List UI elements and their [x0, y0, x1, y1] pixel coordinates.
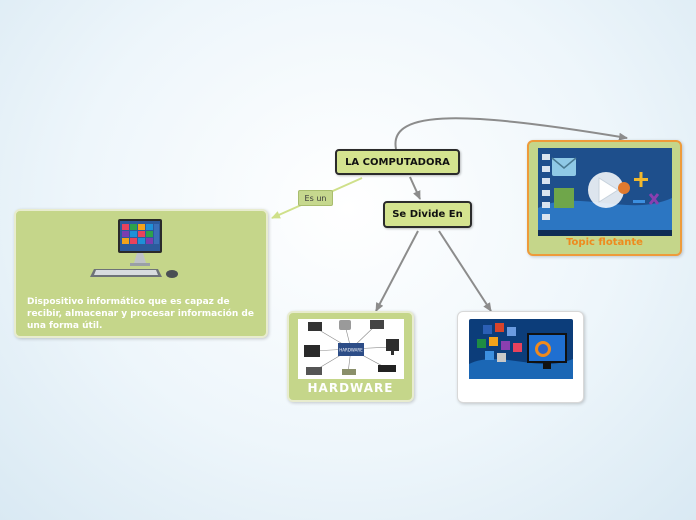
relation-label: Es un: [298, 190, 333, 206]
definition-topic[interactable]: Dispositivo informático que es capaz de …: [14, 209, 268, 338]
hardware-diagram-center-label: HARDWARE: [339, 348, 363, 353]
hardware-topic[interactable]: HARDWARE HARDWARE: [287, 311, 414, 402]
software-topic[interactable]: [457, 311, 584, 403]
definition-text: Dispositivo informático que es capaz de …: [27, 297, 254, 331]
hardware-label: HARDWARE: [307, 381, 394, 395]
central-topic-label: LA COMPUTADORA: [345, 156, 450, 168]
connector-to-software: [438, 230, 492, 312]
software-apps-image: [469, 319, 573, 379]
subtopic-label: Se Divide En: [392, 209, 463, 220]
connector-to-floating: [394, 117, 628, 150]
hardware-peripherals-image: HARDWARE: [298, 319, 404, 379]
floating-topic-label: Topic flotante: [566, 237, 643, 248]
relation-label-text: Es un: [304, 193, 327, 203]
connector-to-hardware: [375, 230, 419, 312]
central-topic[interactable]: LA COMPUTADORA: [335, 149, 460, 175]
connector-to-subtopic: [409, 176, 421, 200]
floating-topic[interactable]: Topic flotante: [527, 140, 682, 256]
subtopic-divide[interactable]: Se Divide En: [383, 201, 472, 228]
desktop-screen-image: [538, 148, 672, 236]
desktop-computer-image: [90, 219, 178, 278]
